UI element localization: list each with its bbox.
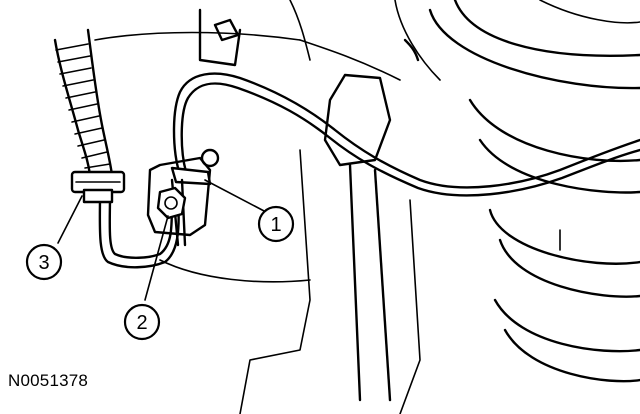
coil-spring xyxy=(428,0,640,383)
callout-3-circle xyxy=(25,243,63,281)
brake-line xyxy=(98,72,640,269)
callout-2-circle xyxy=(123,303,161,341)
callout-1-label: 1 xyxy=(270,214,281,236)
callout-1-circle xyxy=(257,205,295,243)
callout-2: 2 xyxy=(123,303,161,341)
callout-3-label: 3 xyxy=(38,252,49,274)
figure-id: N0051378 xyxy=(8,371,89,390)
strut-bracket xyxy=(159,73,421,414)
callout-3: 3 xyxy=(25,243,63,281)
flex-hose xyxy=(53,28,114,177)
body-outline xyxy=(94,0,441,81)
callout-2-label: 2 xyxy=(136,312,147,334)
leader-lines xyxy=(57,179,267,301)
fitting-nut xyxy=(156,186,187,220)
hose-fitting xyxy=(70,170,126,204)
callout-1: 1 xyxy=(257,205,295,243)
